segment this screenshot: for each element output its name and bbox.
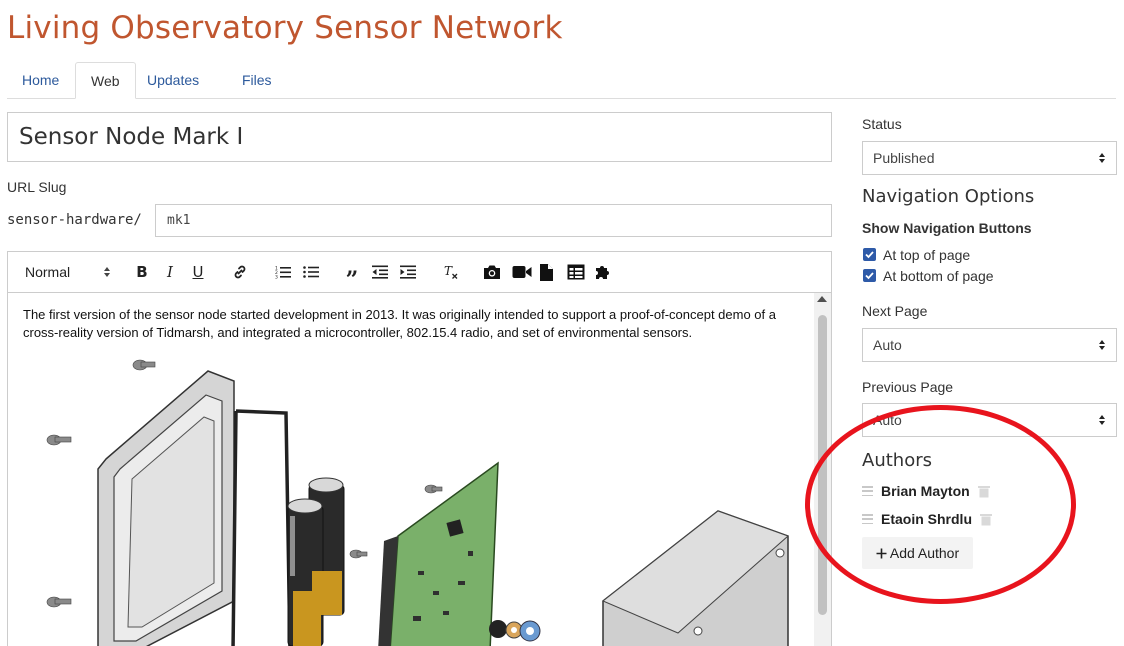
format-select[interactable]: Normal: [25, 261, 110, 283]
status-select[interactable]: Published: [862, 141, 1117, 175]
screw-icon: [46, 359, 443, 608]
tab-bar: Home Web Updates Files: [7, 62, 1116, 99]
clear-format-icon[interactable]: T: [442, 261, 460, 283]
author-row: Brian Mayton: [862, 481, 990, 501]
select-caret-icon: [1099, 153, 1105, 163]
author-name: Etaoin Shrdlu: [881, 511, 972, 527]
svg-text:1: 1: [275, 266, 278, 272]
blockquote-icon[interactable]: ”: [345, 267, 359, 293]
underline-icon[interactable]: U: [192, 263, 204, 281]
bullet-list-icon[interactable]: [302, 261, 320, 283]
drag-handle-icon[interactable]: [862, 486, 873, 496]
tab-updates[interactable]: Updates: [147, 72, 200, 88]
navigation-options-heading: Navigation Options: [862, 186, 1035, 207]
checkmark-icon: [865, 272, 874, 280]
table-icon[interactable]: [566, 261, 586, 283]
status-select-value: Published: [873, 150, 935, 166]
previous-page-select-value: Auto: [873, 412, 902, 428]
drag-handle-icon[interactable]: [862, 514, 873, 524]
next-page-select-value: Auto: [873, 337, 902, 353]
file-icon[interactable]: [538, 261, 554, 283]
nav-top-label: At top of page: [883, 247, 971, 263]
previous-page-select[interactable]: Auto: [862, 403, 1117, 437]
editor-body-text[interactable]: The first version of the sensor node sta…: [23, 307, 776, 340]
previous-page-label: Previous Page: [862, 379, 954, 395]
nav-top-checkbox[interactable]: [863, 248, 876, 261]
trash-icon[interactable]: [977, 485, 990, 498]
select-caret-icon: [104, 267, 110, 277]
tab-files[interactable]: Files: [242, 72, 272, 88]
italic-icon[interactable]: I: [167, 263, 173, 281]
trash-icon[interactable]: [980, 513, 992, 526]
plus-icon: [876, 548, 887, 559]
show-nav-buttons-label: Show Navigation Buttons: [862, 220, 1032, 236]
nav-bottom-label: At bottom of page: [883, 268, 994, 284]
next-page-label: Next Page: [862, 303, 928, 319]
tab-home[interactable]: Home: [22, 72, 60, 88]
next-page-select[interactable]: Auto: [862, 328, 1117, 362]
svg-text:2: 2: [275, 270, 278, 276]
url-slug-input[interactable]: mk1: [155, 204, 832, 237]
outdent-icon[interactable]: [371, 261, 389, 283]
scrollbar-thumb[interactable]: [818, 315, 827, 615]
exploded-sensor-node-image: [46, 359, 789, 646]
status-label: Status: [862, 116, 902, 132]
puzzle-icon[interactable]: [594, 261, 614, 283]
nav-bottom-checkbox[interactable]: [863, 269, 876, 282]
checkmark-icon: [865, 251, 874, 259]
rich-text-editor[interactable]: The first version of the sensor node sta…: [7, 293, 832, 646]
url-slug-prefix: sensor-hardware/: [7, 212, 142, 228]
editor-scrollbar[interactable]: [814, 293, 831, 646]
page-title-input[interactable]: Sensor Node Mark I: [7, 112, 832, 162]
site-title: Living Observatory Sensor Network: [7, 10, 563, 46]
add-author-label: Add Author: [889, 545, 960, 561]
link-icon[interactable]: [231, 261, 249, 283]
svg-text:3: 3: [275, 275, 278, 280]
format-select-value: Normal: [25, 264, 71, 280]
select-caret-icon: [1099, 340, 1105, 350]
select-caret-icon: [1099, 415, 1105, 425]
indent-icon[interactable]: [399, 261, 417, 283]
add-author-button[interactable]: Add Author: [862, 537, 973, 569]
svg-text:T: T: [444, 264, 453, 278]
bold-icon[interactable]: B: [136, 263, 148, 281]
author-row: Etaoin Shrdlu: [862, 509, 992, 529]
authors-heading: Authors: [862, 450, 932, 471]
camera-icon[interactable]: [482, 261, 502, 283]
tab-web[interactable]: Web: [75, 62, 136, 99]
url-slug-label: URL Slug: [7, 179, 67, 195]
video-icon[interactable]: [511, 261, 533, 283]
author-name: Brian Mayton: [881, 483, 970, 499]
scroll-up-arrow-icon[interactable]: [817, 296, 827, 302]
